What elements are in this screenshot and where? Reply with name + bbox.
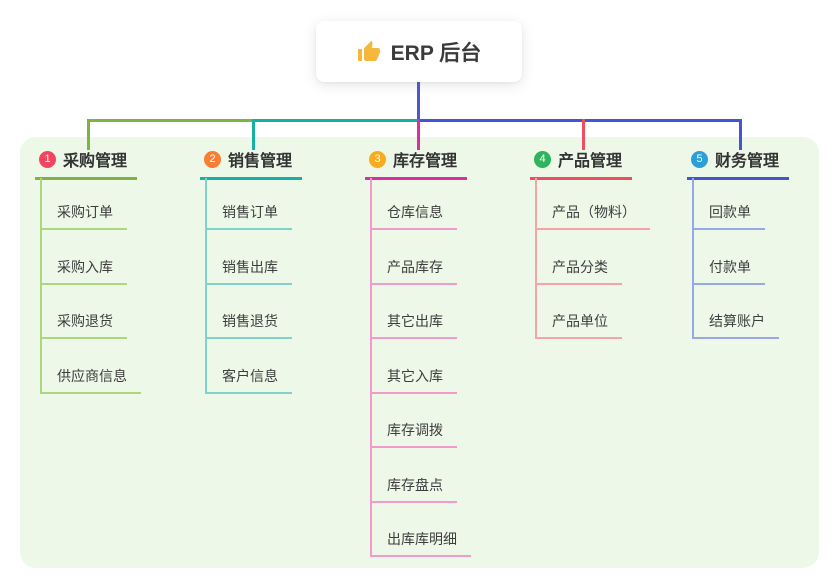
child-node[interactable]: 付款单 [692, 257, 765, 285]
child-node[interactable]: 产品单位 [535, 311, 622, 339]
child-node[interactable]: 销售出库 [205, 257, 292, 285]
branch-trunk-line [535, 178, 537, 337]
bus-segment-mid [252, 119, 420, 122]
branch-drop-line [417, 119, 420, 150]
child-node[interactable]: 结算账户 [692, 311, 779, 339]
root-node[interactable]: ERP 后台 [316, 21, 522, 82]
branch-drop-line [582, 119, 585, 150]
child-node[interactable]: 采购订单 [40, 202, 127, 230]
root-connector-line [417, 82, 420, 120]
branch-header[interactable]: 1 采购管理 [35, 147, 138, 180]
child-node[interactable]: 供应商信息 [40, 366, 141, 394]
branch-trunk-line [370, 178, 372, 555]
branch-header[interactable]: 2 销售管理 [200, 147, 303, 180]
branch-trunk-line [40, 178, 42, 392]
branch-header[interactable]: 3 库存管理 [365, 147, 468, 180]
branch-label: 销售管理 [228, 153, 293, 170]
child-node[interactable]: 库存调拨 [370, 420, 457, 448]
branch-drop-line [252, 119, 255, 150]
branch-drop-line [739, 119, 742, 150]
child-node[interactable]: 销售退货 [205, 311, 292, 339]
branches-panel [20, 137, 819, 568]
child-node[interactable]: 客户信息 [205, 366, 292, 394]
branch-trunk-line [205, 178, 207, 392]
thumbs-up-icon [357, 40, 381, 64]
child-node[interactable]: 采购退货 [40, 311, 127, 339]
branch-label: 产品管理 [558, 153, 623, 170]
child-node[interactable]: 其它出库 [370, 311, 457, 339]
branch-number-badge: 5 [691, 150, 708, 168]
branch-header[interactable]: 4 产品管理 [530, 147, 633, 180]
child-node[interactable]: 其它入库 [370, 366, 457, 394]
child-node[interactable]: 产品（物料） [535, 202, 650, 230]
branch-drop-line [87, 119, 90, 150]
root-title: ERP 后台 [390, 41, 482, 65]
child-node[interactable]: 仓库信息 [370, 202, 457, 230]
branch-label: 财务管理 [715, 153, 780, 170]
branch-number-badge: 1 [39, 150, 56, 168]
child-node[interactable]: 库存盘点 [370, 475, 457, 503]
branch-number-badge: 4 [534, 150, 551, 168]
child-node[interactable]: 产品库存 [370, 257, 457, 285]
branch-label: 采购管理 [63, 153, 128, 170]
branch-header[interactable]: 5 财务管理 [687, 147, 790, 180]
child-node[interactable]: 出库库明细 [370, 529, 471, 557]
branch-label: 库存管理 [393, 153, 458, 170]
branch-number-badge: 2 [204, 150, 221, 168]
bus-segment-left [87, 119, 255, 122]
branch-number-badge: 3 [369, 150, 386, 168]
child-node[interactable]: 产品分类 [535, 257, 622, 285]
child-node[interactable]: 销售订单 [205, 202, 292, 230]
branch-trunk-line [692, 178, 694, 337]
child-node[interactable]: 采购入库 [40, 257, 127, 285]
bus-segment-right [417, 119, 742, 122]
child-node[interactable]: 回款单 [692, 202, 765, 230]
